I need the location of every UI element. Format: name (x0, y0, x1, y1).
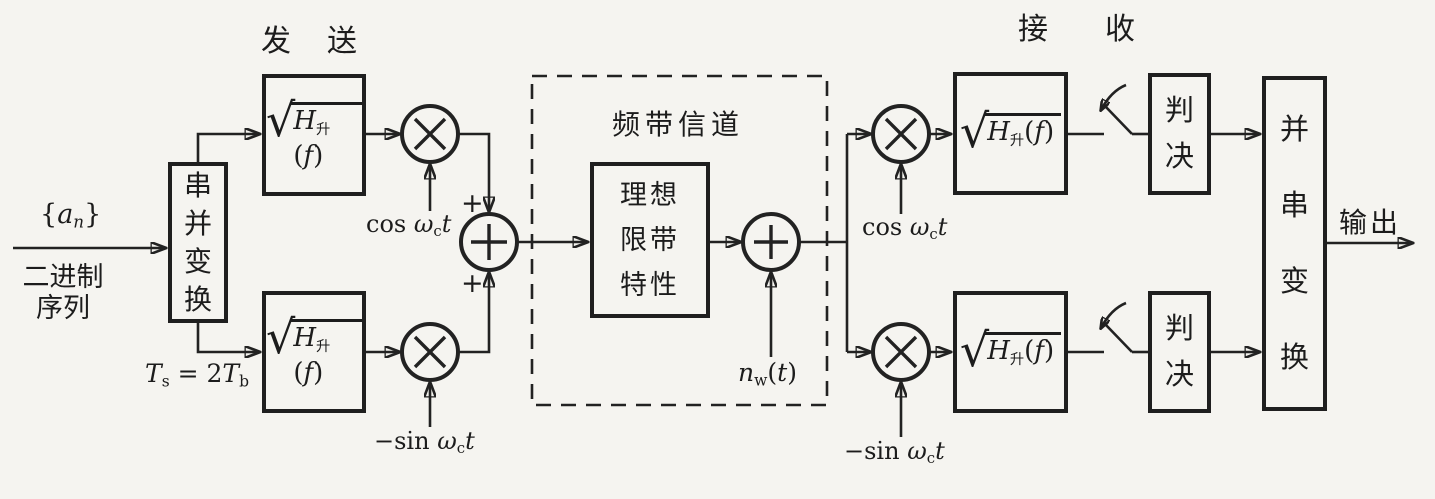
serial-to-parallel-label: 串并变换 (183, 169, 212, 315)
parallel-to-serial-label: 并串变换 (1279, 113, 1309, 374)
decision-label: 判决 (1164, 313, 1194, 391)
sqrt-raised-cosine-label: √ H升(f) (959, 104, 1062, 158)
sqrt-raised-cosine-label: √ H升(f) (959, 322, 1062, 377)
multiplier-tx-bottom (400, 322, 460, 382)
input-sequence-label: {an} (40, 199, 102, 232)
wire-multiplier-to-adder-bottom (458, 272, 489, 354)
sqrt-sign: √ (959, 322, 990, 377)
decision-bottom-block: 判决 (1148, 291, 1211, 413)
parallel-to-serial-block: 并串变换 (1262, 76, 1327, 411)
wire-multiplier-to-adder-top (458, 132, 489, 212)
decision-label: 判决 (1164, 95, 1194, 173)
adder-tx (459, 212, 519, 272)
ideal-band-limit-block: 理想限带特性 (590, 162, 710, 318)
wire-sp-to-filter-top (196, 134, 260, 162)
adder-plus-top: + (461, 188, 484, 219)
decision-top-block: 判决 (1148, 73, 1211, 195)
multiplier-rx-bottom (871, 322, 931, 382)
wire-sp-to-filter-bottom (196, 323, 260, 352)
sqrt-sign: √ (959, 104, 990, 158)
sampler-switch-bottom (1068, 301, 1148, 354)
neg-sin-carrier-tx-label: −sin ωct (374, 427, 475, 458)
noise-label: nw(t) (738, 358, 797, 390)
channel-section-label: 频带信道 (612, 109, 745, 140)
tx-filter-top-block: √ H升(f) (262, 74, 366, 196)
ideal-band-limit-label: 理想限带特性 (620, 179, 680, 300)
rx-filter-bottom-block: √ H升(f) (953, 291, 1068, 413)
sqrt-raised-cosine-label: √ H升(f) (266, 309, 362, 386)
multiplier-rx-top (871, 104, 931, 164)
sampler-switch-top (1068, 83, 1148, 136)
sqrt-sign: √ (266, 92, 296, 147)
cos-carrier-tx-label: cos ωct (366, 210, 452, 241)
binary-sequence-label: 二进制序列 (22, 262, 104, 323)
receive-section-label: 接收 (1018, 13, 1192, 46)
serial-to-parallel-block: 串并变换 (168, 162, 228, 323)
symbol-interval-label: Ts = 2Tb (145, 359, 250, 391)
output-label: 输出 (1339, 207, 1402, 238)
sqrt-sign: √ (266, 309, 296, 364)
sqrt-raised-cosine-label: √ H升(f) (266, 92, 362, 169)
adder-noise (741, 212, 801, 272)
transmit-section-label: 发送 (261, 25, 393, 58)
rx-filter-top-block: √ H升(f) (953, 72, 1068, 195)
cos-carrier-rx-label: cos ωct (862, 213, 948, 244)
multiplier-tx-top (400, 104, 460, 164)
adder-plus-bottom: + (461, 268, 484, 299)
wire-channel-out-split (799, 134, 849, 352)
neg-sin-carrier-rx-label: −sin ωct (844, 437, 945, 468)
tx-filter-bottom-block: √ H升(f) (262, 291, 366, 413)
channel-dashed-box (530, 74, 829, 407)
